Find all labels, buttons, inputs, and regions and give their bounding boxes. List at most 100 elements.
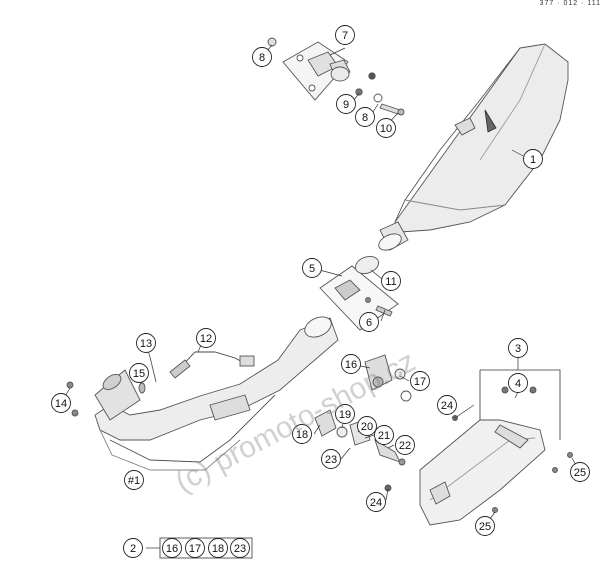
kit-member-callout: 17 (185, 538, 205, 558)
callout-circle (136, 333, 156, 353)
callout-c8a: 8 (252, 47, 272, 67)
callout-c11: 11 (381, 271, 401, 291)
callout-circle (123, 538, 143, 558)
callout-label: 9 (343, 99, 349, 111)
callout-circle (335, 25, 355, 45)
callout-c25b: 25 (475, 516, 495, 536)
callout-circle (292, 424, 312, 444)
callout-label: 2 (130, 543, 136, 555)
callout-label: 17 (414, 376, 426, 388)
silencer-part (378, 43, 569, 251)
clamp-small-parts (314, 409, 406, 492)
callout-label: 19 (339, 409, 351, 421)
clamp-part (319, 255, 399, 331)
callout-label: 20 (361, 421, 373, 433)
callout-c14: 14 (51, 393, 71, 413)
kit-member-label: 16 (166, 543, 178, 555)
callout-label: 11 (385, 276, 396, 288)
callout-label: 10 (380, 123, 392, 135)
callout-label: 14 (55, 398, 67, 410)
callout-c10: 10 (376, 118, 396, 138)
callout-label: 4 (515, 378, 521, 390)
callout-circle (321, 449, 341, 469)
callout-c1: 1 (523, 149, 543, 169)
callout-circle (395, 435, 415, 455)
callout-circle (523, 149, 543, 169)
callout-bubbles: 1234567889101112131415161718192021222324… (51, 25, 590, 558)
corner-reference-text: 377 · 012 · 111 (539, 0, 601, 7)
callout-circle (51, 393, 71, 413)
callout-label: #1 (128, 475, 140, 487)
callout-label: 16 (345, 359, 357, 371)
callout-circle (124, 470, 144, 490)
callout-circle (381, 271, 401, 291)
callout-label: 21 (378, 430, 390, 442)
callout-label: 8 (362, 112, 368, 124)
kit-member-label: 17 (189, 543, 201, 555)
callout-c20: 20 (357, 416, 377, 436)
callout-circle (341, 354, 361, 374)
kit-member-callout: 16 (162, 538, 182, 558)
kit-member-callout: 23 (230, 538, 250, 558)
callout-circle (129, 363, 149, 383)
callout-c16: 16 (341, 354, 361, 374)
callout-label: 13 (140, 338, 152, 350)
part-drawings (66, 37, 573, 526)
kit-member-label: 18 (212, 543, 224, 555)
header-pipe-part (66, 316, 339, 471)
callout-label: 3 (515, 343, 521, 355)
callout-circle (508, 338, 528, 358)
callout-label: 8 (259, 52, 265, 64)
callout-label: 24 (441, 400, 453, 412)
callout-circle (196, 328, 216, 348)
callout-circle (357, 416, 377, 436)
heat-shield-part (419, 386, 573, 526)
callout-c2: 2 (123, 538, 143, 558)
callout-label: 12 (200, 333, 212, 345)
callout-c24a: 24 (437, 395, 457, 415)
callout-c24b: 24 (366, 492, 386, 512)
callout-circle (355, 107, 375, 127)
callout-label: 25 (479, 521, 491, 533)
callout-label: 6 (366, 317, 372, 329)
kit-member-callout: 18 (208, 538, 228, 558)
callout-circle (366, 492, 386, 512)
callout-c23: 23 (321, 449, 341, 469)
callout-c3: 3 (508, 338, 528, 358)
callout-c1hash: #1 (124, 470, 144, 490)
lambda-sensor-part (138, 351, 255, 394)
callout-c13: 13 (136, 333, 156, 353)
kit-group-box (159, 537, 253, 559)
callout-label: 5 (309, 263, 315, 275)
callout-label: 24 (370, 497, 382, 509)
callout-circle (475, 516, 495, 536)
callout-c17: 17 (410, 371, 430, 391)
callout-circle (374, 425, 394, 445)
callout-label: 22 (399, 440, 411, 452)
callout-label: 15 (133, 368, 145, 380)
callout-c4: 4 (508, 373, 528, 393)
callout-label: 23 (325, 454, 337, 466)
callout-label: 7 (342, 30, 348, 42)
group-bracket-line (480, 369, 561, 440)
callout-circle (359, 312, 379, 332)
damper-bracket-part (364, 354, 412, 402)
callout-circle (437, 395, 457, 415)
callout-c8b: 8 (355, 107, 375, 127)
callout-circle (508, 373, 528, 393)
callout-label: 1 (530, 154, 536, 166)
callout-c7: 7 (335, 25, 355, 45)
callout-circle (335, 404, 355, 424)
callout-label: 25 (574, 467, 586, 479)
kit-member-label: 23 (234, 543, 246, 555)
callout-c21: 21 (374, 425, 394, 445)
callout-c9: 9 (336, 94, 356, 114)
callout-label: 18 (296, 429, 308, 441)
callout-c18: 18 (292, 424, 312, 444)
callout-c19: 19 (335, 404, 355, 424)
callout-c12: 12 (196, 328, 216, 348)
callout-c25a: 25 (570, 462, 590, 482)
callout-c6: 6 (359, 312, 379, 332)
callout-c5: 5 (302, 258, 322, 278)
